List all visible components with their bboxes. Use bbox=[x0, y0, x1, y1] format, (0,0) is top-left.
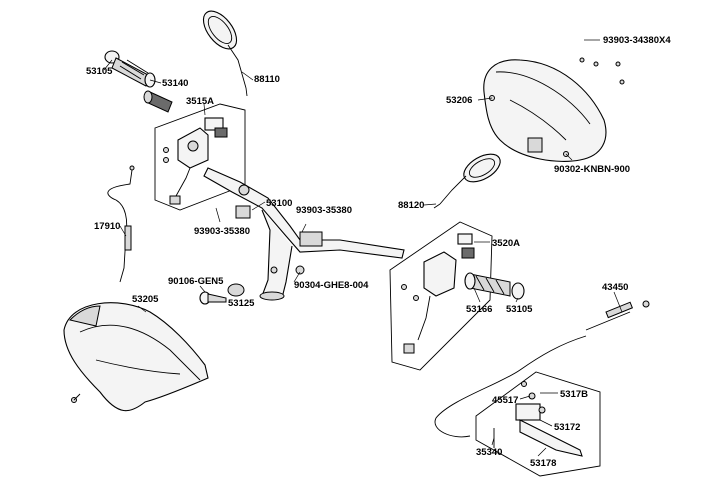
rear-cover-part bbox=[483, 57, 625, 162]
label-90304-ghe8-004: 90304-GHE8-004 bbox=[294, 280, 369, 291]
brake-cable-part bbox=[434, 300, 650, 438]
right-grip-part bbox=[464, 272, 525, 300]
label-3520A: 3520A bbox=[492, 238, 520, 249]
label-53105-right: 53105 bbox=[506, 304, 533, 315]
label-3515A: 3515A bbox=[186, 96, 214, 107]
pinch-bolt-part bbox=[199, 283, 245, 305]
label-88110: 88110 bbox=[254, 74, 280, 85]
front-cover-part bbox=[63, 302, 209, 412]
label-45517: 45517 bbox=[492, 395, 518, 406]
part-labels: 53105 53140 88110 3515A 17910 53100 9390… bbox=[86, 35, 671, 469]
label-93903-35380-lower: 93903-35380 bbox=[194, 226, 250, 237]
left-switch-part bbox=[154, 103, 246, 211]
handlebar-part bbox=[203, 167, 405, 301]
brake-lever-part bbox=[475, 371, 601, 477]
label-90106-gen5: 90106-GEN5 bbox=[168, 276, 224, 287]
label-53206: 53206 bbox=[446, 95, 472, 106]
leader-lines bbox=[103, 39, 623, 457]
right-switch-part bbox=[389, 221, 493, 371]
label-53172: 53172 bbox=[554, 422, 580, 433]
label-43450: 43450 bbox=[602, 282, 628, 293]
label-5317B: 5317B bbox=[560, 389, 588, 400]
label-53178: 53178 bbox=[530, 458, 556, 469]
label-93903-34380x4: 93903-34380X4 bbox=[603, 35, 671, 46]
label-35340: 35340 bbox=[476, 447, 502, 458]
label-53166: 53166 bbox=[466, 304, 492, 315]
cable-part bbox=[107, 165, 135, 283]
label-53205: 53205 bbox=[132, 294, 159, 305]
label-17910: 17910 bbox=[94, 221, 120, 232]
label-53140: 53140 bbox=[162, 78, 188, 89]
right-mirror-part bbox=[433, 153, 501, 209]
left-mirror-part bbox=[202, 10, 248, 97]
label-53105-left: 53105 bbox=[86, 66, 113, 77]
left-grip-part bbox=[104, 50, 173, 113]
label-90302-knbn-900: 90302-KNBN-900 bbox=[554, 164, 630, 175]
label-88120: 88120 bbox=[398, 200, 424, 211]
label-53125: 53125 bbox=[228, 298, 255, 309]
label-93903-35380-upper: 93903-35380 bbox=[296, 205, 352, 216]
label-53100: 53100 bbox=[266, 198, 292, 209]
